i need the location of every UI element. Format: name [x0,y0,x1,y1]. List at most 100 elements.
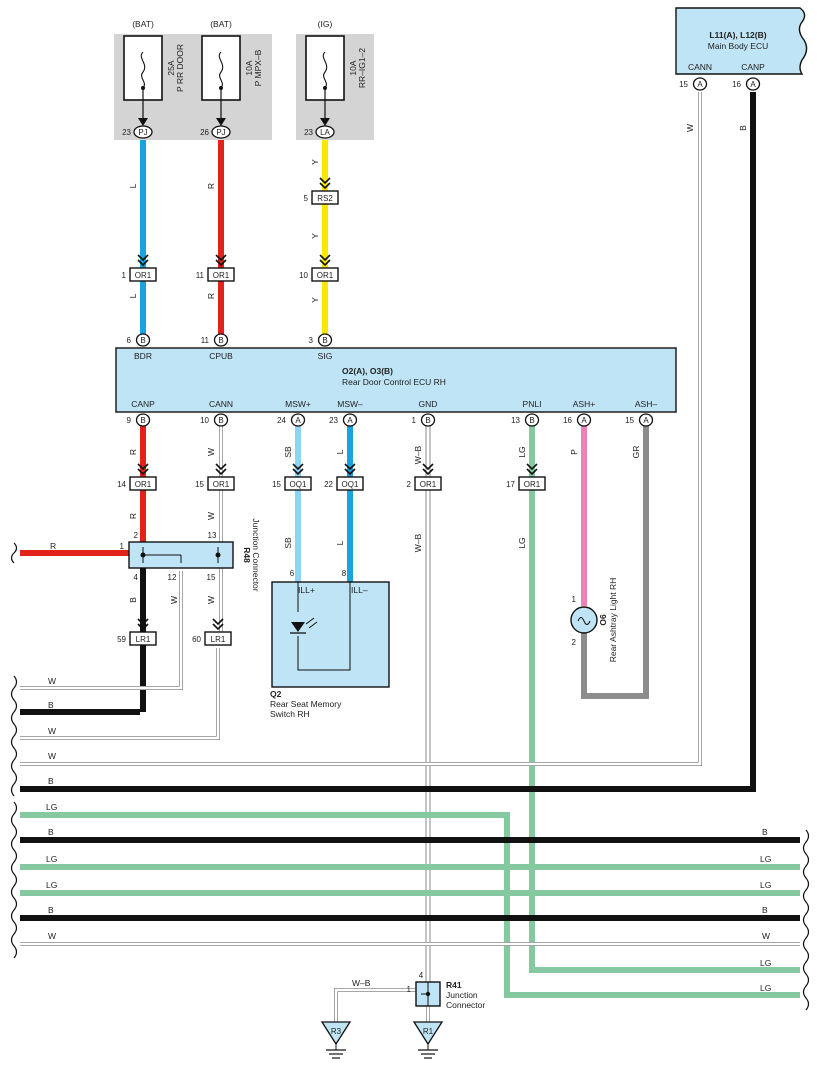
svg-text:W: W [206,448,216,456]
connector-name: LR1 [211,635,226,644]
svg-text:P: P [569,449,579,455]
ground-r1: R1 [412,1021,444,1059]
svg-text:LG: LG [760,983,771,993]
pin-number: 11 [201,336,210,345]
pin-number: 60 [192,635,201,644]
svg-text:B: B [48,905,54,915]
pin-connector: B13 [511,413,540,427]
fuse-name: RR–IG1–2 [357,48,367,88]
svg-text:W–B: W–B [413,445,423,464]
r41-desc2: Connector [446,1000,485,1010]
switch-q2: 6 8 ILL+ ILL– Q2 Rear Seat Memory Switch… [270,569,390,719]
pin-number: 23 [304,128,313,137]
q2-box [271,581,390,688]
svg-text:W: W [48,751,56,761]
pin-number: 15 [625,416,634,425]
ground-r3: R3 [320,1021,352,1059]
svg-text:LG: LG [760,854,771,864]
conn-letter: A [295,416,301,425]
svg-text:W: W [48,931,56,941]
connector-name: LR1 [136,635,151,644]
connector-name: OR1 [213,271,230,280]
fuse-rating: 10A [348,60,358,75]
pin-number: 3 [309,336,314,345]
wire-labels: L L R R Y Y Y R R B W W W W SB SB L L W–… [46,124,771,993]
svg-text:B: B [48,700,54,710]
ecu-pin-label: ASH+ [573,399,595,409]
pin-connector: A16 [563,413,592,427]
pin-number: 23 [122,128,131,137]
pin-connector: B6 [127,333,151,347]
inline-connector: LR1 59 [117,618,157,646]
ecu-pin-label: GND [419,399,438,409]
svg-text:15: 15 [207,573,216,582]
conn-letter: B [529,416,534,425]
junction-r48: 1 2 13 4 12 15 R48 Junction Connector [120,518,261,591]
pin-number: 15 [195,480,204,489]
inline-connector: LR1 60 [192,618,232,646]
conn-letter: A [643,416,649,425]
pin-number: 9 [127,416,132,425]
svg-text:W: W [206,512,216,520]
fuse-icon [140,51,146,89]
wire-w-60 [20,648,220,740]
o6-desc: Rear Ashtray Light RH [608,578,618,663]
svg-text:4: 4 [134,573,139,582]
svg-text:W: W [206,596,216,604]
svg-text:LG: LG [46,802,57,812]
wire-wb-r3 [334,988,421,1022]
ground-icon [412,1021,444,1046]
svg-text:W: W [685,124,695,132]
junction-r41: 4 1 R41 Junction Connector [407,971,486,1010]
pin-connector: A 15 [625,413,654,427]
svg-text:L: L [128,183,138,188]
svg-text:R: R [128,449,138,455]
wires [20,92,800,1022]
ecu-pin-label: ASH– [635,399,657,409]
svg-text:L: L [335,449,345,454]
svg-text:W–B: W–B [413,533,423,552]
pin-number: 10 [200,416,209,425]
ecu-pin-label: CPUB [209,351,233,361]
main-ecu-pin-label: CANN [688,62,712,72]
svg-text:LG: LG [760,958,771,968]
pin-number: 16 [563,416,572,425]
q2-name: Q2 [270,689,282,699]
svg-text:W: W [169,596,179,604]
q2-desc2: Switch RH [270,709,310,719]
svg-text:4: 4 [419,971,424,980]
svg-text:SB: SB [283,446,293,458]
svg-text:LG: LG [46,854,57,864]
svg-text:B: B [762,827,768,837]
led-icon [291,622,305,632]
svg-text:Y: Y [310,233,320,239]
svg-text:Y: Y [310,159,320,165]
fuse-rating: 25A [166,60,176,75]
svg-text:12: 12 [168,573,177,582]
pin-number: 59 [117,635,126,644]
ecu-pin-label: MSW– [337,399,363,409]
ecu-pin-label: MSW+ [285,399,311,409]
pin-connector: B3 [309,333,333,347]
fuse-rating: 10A [244,60,254,75]
wire-w-12 [20,571,183,690]
svg-text:SB: SB [283,537,293,549]
connector-name: OR1 [213,480,230,489]
pin-number: 1 [412,416,417,425]
svg-text:B: B [738,125,748,131]
svg-text:W: W [48,726,56,736]
fuse-source-label: (BAT) [210,19,232,29]
conn-letter: PJ [138,128,147,137]
wire-gr [581,425,649,699]
fuse-name: P MPX–B [253,49,263,86]
svg-text:R: R [128,513,138,519]
conn-letter: B [140,416,145,425]
main-ecu-pin-label: CANP [741,62,765,72]
wire-w-cann-main [20,92,702,766]
svg-text:1: 1 [120,542,125,551]
